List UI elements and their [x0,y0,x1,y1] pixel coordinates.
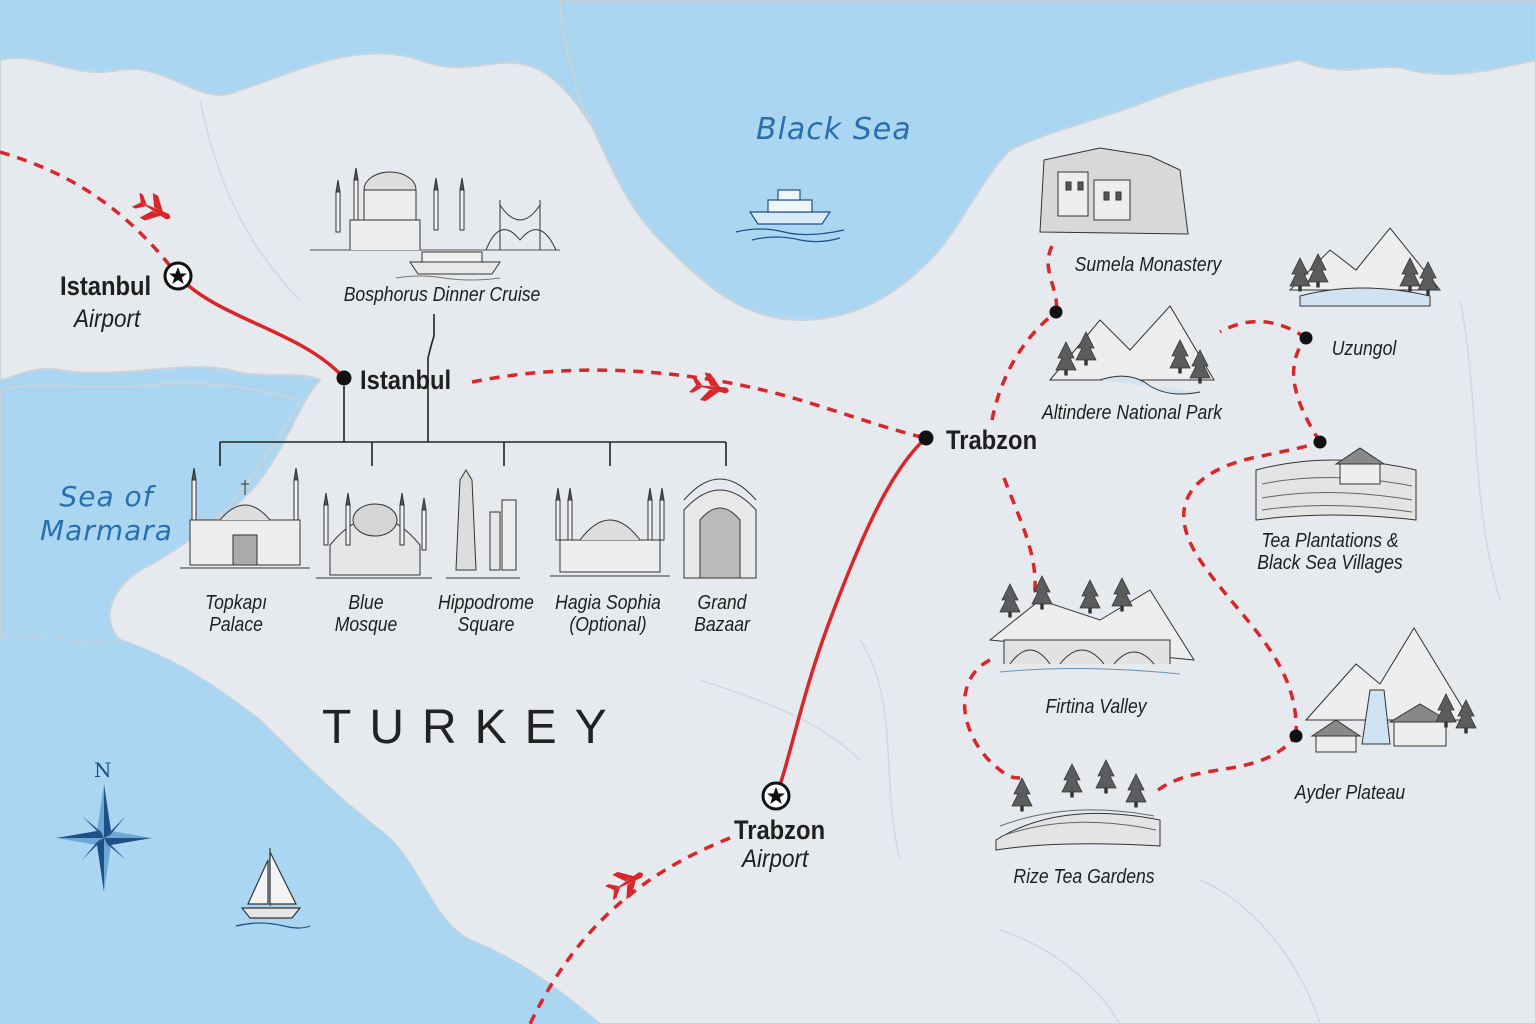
blue-mosque-line2: Mosque [334,614,398,636]
istanbul-airport-type: Airport [74,305,141,333]
trabzon-label[interactable]: Trabzon [946,425,1038,455]
tea-line1: Tea Plantations & [1261,530,1399,552]
topkapi-sketch-icon [180,467,310,569]
sea-of-marmara-line1: Sea of [59,480,154,513]
grand-bazaar-sketch-icon [683,478,757,579]
istanbul-airport-name[interactable]: Istanbul [60,271,152,301]
hippodrome-line1: Hippodrome [438,592,534,614]
rize-tea-gardens-sketch-icon [995,759,1161,851]
grand-bazaar-label[interactable]: Grand Bazaar [694,592,750,636]
trabzon-airport-type: Airport [742,845,809,873]
tea-plantations-label[interactable]: Tea Plantations & Black Sea Villages [1257,530,1402,574]
ayder-plateau-sketch-icon [1304,627,1477,753]
airport-star-icon[interactable] [163,261,193,291]
bosphorus-sketch-icon [310,167,560,281]
blue-mosque-line1: Blue [348,592,384,614]
hippodrome-sketch-icon [446,469,520,579]
hagia-sophia-line1: Hagia Sophia [555,592,661,614]
sumela-monastery-label[interactable]: Sumela Monastery [1074,254,1222,276]
tea-plantation-sketch-icon [1255,447,1417,521]
sailboat-icon [235,848,311,929]
hippodrome-square-label[interactable]: Hippodrome Square [438,592,534,636]
ferry-icon [735,189,845,243]
flight-istanbul-trabzon [471,368,927,440]
grand-bazaar-line2: Bazaar [694,614,750,636]
firtina-valley-sketch-icon [988,575,1195,675]
hagia-sophia-sketch-icon [550,487,670,577]
topkapi-palace-label[interactable]: Topkapı Palace [205,592,267,636]
airport-star-icon[interactable] [761,781,791,811]
trabzon-airport-name[interactable]: Trabzon [734,815,826,845]
marmara-water [0,382,302,644]
routes [0,150,1322,1024]
route-trabzon-firtina [1002,477,1037,597]
uzungol-label[interactable]: Uzungol [1331,338,1397,360]
sea-of-marmara-label: Sea of Marmara [40,480,173,547]
route-trabzon-sumela [990,310,1058,421]
firtina-valley-label[interactable]: Firtina Valley [1045,696,1147,718]
blue-mosque-sketch-icon [316,492,432,579]
bosphorus-cruise-label[interactable]: Bosphorus Dinner Cruise [343,284,541,306]
attraction-connectors [219,314,727,466]
flight-out-trabzon [528,836,731,1024]
road-trabzon-airport [774,436,928,797]
blue-mosque-label[interactable]: Blue Mosque [335,592,398,636]
route-tea-uzungol [1291,336,1322,443]
rize-tea-gardens-label[interactable]: Rize Tea Gardens [1013,866,1155,888]
route-uzungol-loop [1219,319,1307,340]
flight-in-istanbul [0,150,180,278]
southwest-sea [0,637,600,1024]
sumela-monastery-sketch-icon [1039,147,1189,235]
grand-bazaar-line1: Grand [697,592,747,614]
ayder-dot[interactable] [1289,729,1303,743]
sea-of-marmara-line2: Marmara [40,513,173,547]
country-label: TURKEY [322,701,625,754]
uzungol-dot[interactable] [1299,331,1313,345]
road-airport-istanbul [176,274,346,380]
hagia-sophia-label[interactable]: Hagia Sophia (Optional) [555,592,661,636]
hagia-sophia-line2: (Optional) [569,614,647,636]
route-rize-ayder [1156,734,1298,792]
istanbul-label[interactable]: Istanbul [360,365,452,395]
tea-line2: Black Sea Villages [1257,552,1403,574]
hippodrome-line2: Square [457,614,515,636]
altindere-park-label[interactable]: Altindere National Park [1041,402,1223,424]
compass-north-label: N [94,758,112,782]
tea-dot[interactable] [1313,435,1327,449]
uzungol-sketch-icon [1288,227,1442,307]
topkapi-line2: Palace [209,614,263,636]
black-sea-water [558,0,1536,322]
black-sea-label: Black Sea [756,112,912,147]
trabzon-dot[interactable] [918,430,934,446]
sumela-dot[interactable] [1049,305,1063,319]
compass-rose-icon [56,784,152,892]
route-firtina-rize [962,658,1021,780]
ayder-plateau-label[interactable]: Ayder Plateau [1294,782,1406,804]
province-borders [199,99,1501,1024]
route-ayder-tea [1181,440,1321,737]
topkapi-line1: Topkapı [205,592,267,614]
istanbul-dot[interactable] [336,370,352,386]
altindere-sketch-icon [1048,305,1215,395]
